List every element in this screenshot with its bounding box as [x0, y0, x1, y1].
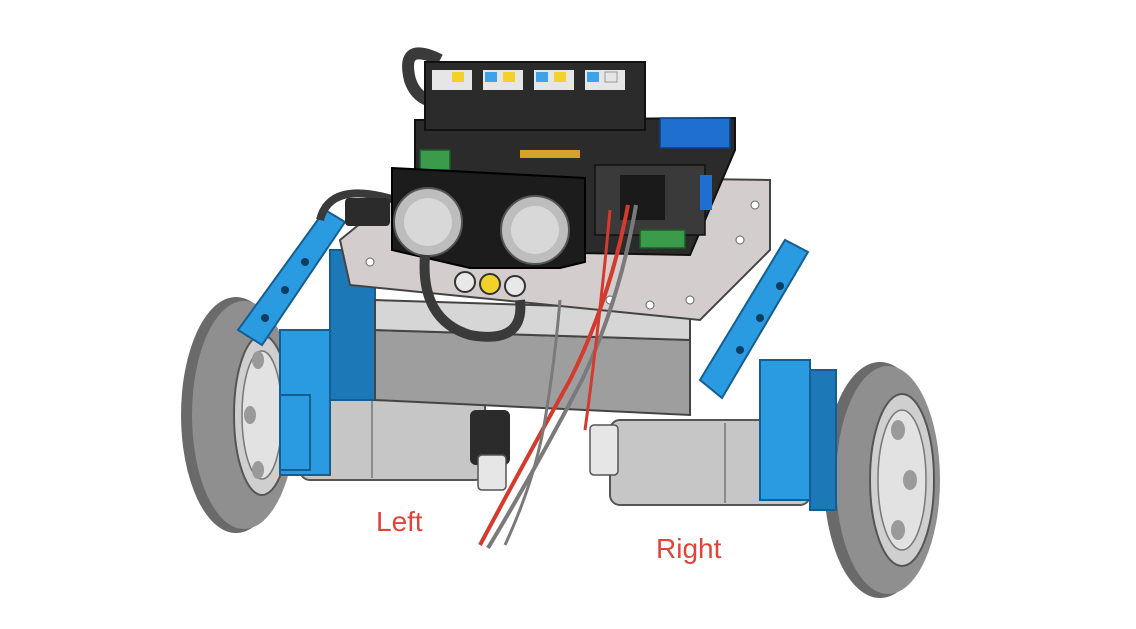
ultrasonic-sensor-icon — [316, 166, 586, 297]
left-wheel-icon — [181, 297, 296, 533]
right-wheel-icon — [824, 362, 940, 598]
left-motor-label: Left — [376, 506, 423, 537]
right-motor-label: Right — [656, 533, 722, 564]
rj25-connector-hub — [402, 47, 646, 131]
left-motor-icon — [299, 394, 510, 481]
battery-holder — [374, 298, 691, 417]
cables — [419, 204, 638, 550]
